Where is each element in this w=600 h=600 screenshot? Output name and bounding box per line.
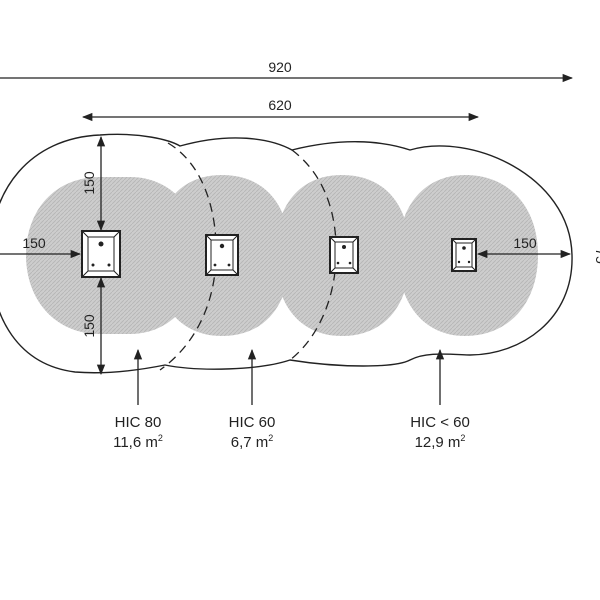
zone-1-area: 11,6 m2 — [113, 433, 163, 451]
dimension-right-offset: 150 — [513, 235, 537, 251]
zone-1-hic: HIC 80 — [115, 414, 162, 431]
zone-2-hic: HIC 60 — [229, 414, 276, 431]
dimension-inner-length: 620 — [268, 97, 292, 113]
equipment-post-2 — [205, 234, 239, 276]
equipment-post-4 — [451, 238, 477, 272]
dimension-overall-length: 920 — [268, 59, 292, 75]
zone-2-area: 6,7 m2 — [231, 433, 274, 451]
zone-3-area: 12,9 m2 — [415, 433, 466, 451]
zone-3-hic: HIC < 60 — [410, 414, 470, 431]
dashed-arc-1 — [159, 142, 217, 371]
equipment-post-3 — [329, 236, 359, 274]
dimension-height-top: 150 — [81, 171, 97, 195]
dimension-height-bottom: 150 — [81, 314, 97, 338]
dimension-left-offset: 150 — [22, 235, 46, 251]
equipment-post-1 — [81, 230, 121, 278]
dimension-right-edge: 75 — [593, 248, 600, 264]
